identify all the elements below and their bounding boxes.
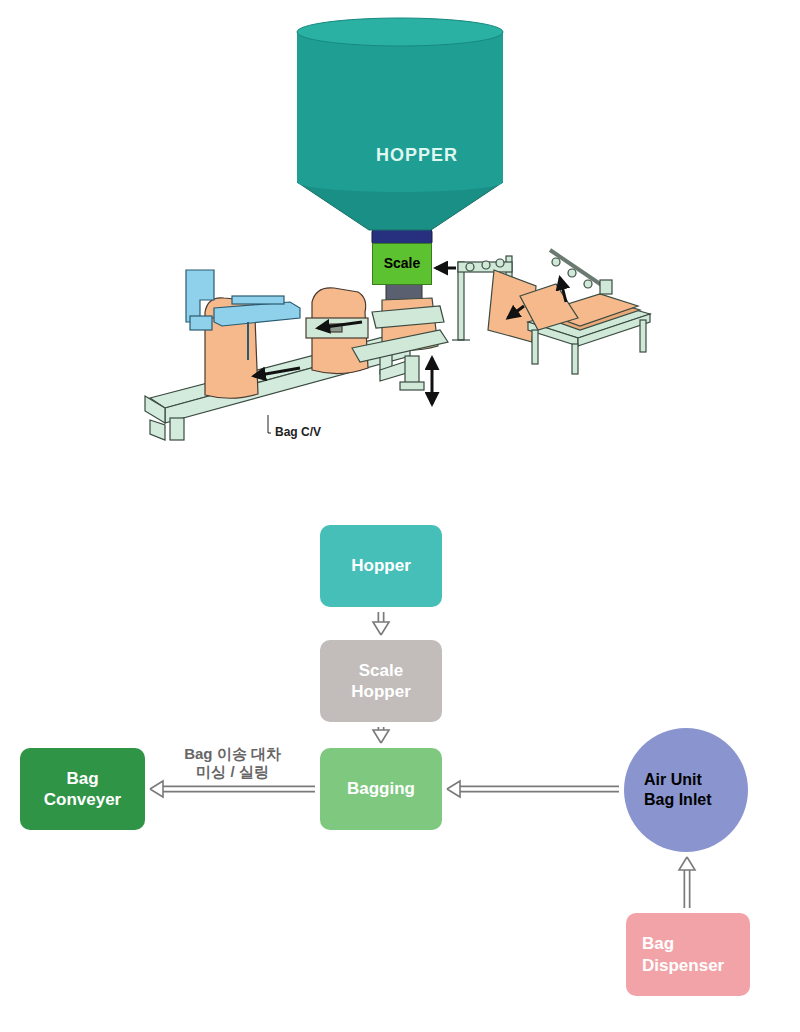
bag-conveyor: [145, 396, 165, 423]
motion-arrow: [560, 278, 566, 302]
flow-arrow: [373, 727, 389, 743]
scale-spout: [386, 284, 422, 300]
tank-label: HOPPER: [376, 144, 458, 167]
process-circle: Air Unit Bag Inlet: [624, 728, 748, 852]
sewing-machine: [190, 316, 212, 330]
bag-clamp: [352, 298, 448, 390]
lift-arrow: [431, 358, 434, 404]
arrow-shaft: [459, 786, 619, 793]
sewing-machine: [232, 296, 284, 304]
bag-dispenser: [640, 320, 646, 352]
bag-inlet-frame: [482, 261, 490, 269]
hopper-tank: HOPPER: [295, 12, 505, 237]
hopper-outline: [295, 12, 505, 237]
circle-outline: [624, 728, 748, 852]
arrow-shaft: [162, 786, 315, 793]
bag-dispenser: [520, 284, 578, 330]
leader-line: [268, 415, 271, 433]
arrow-shaft: [162, 787, 315, 791]
scale-box: Scale: [372, 243, 432, 285]
circle-outline: [624, 728, 748, 852]
node-label: Bag Dispenser: [642, 933, 734, 976]
bag-dispenser: [520, 250, 650, 374]
sewing-machine: [186, 270, 300, 360]
arrow-head: [679, 857, 695, 870]
arrow-head: [373, 622, 389, 635]
sewing-machine: [186, 270, 214, 322]
bag-conveyor: [150, 420, 165, 440]
arrow-head: [150, 781, 163, 797]
sewing-machine: [214, 302, 300, 326]
bag-dispenser: [550, 250, 606, 288]
motion-arrow: [254, 368, 300, 376]
arrow-head: [373, 730, 389, 743]
bag-clamp: [405, 356, 419, 384]
process-box: Bag Conveyer: [20, 748, 145, 830]
scale-spout: [386, 284, 422, 300]
bag-inlet-frame: [496, 259, 504, 267]
flow-arrow: [150, 781, 315, 797]
flow-arrow: [373, 612, 389, 635]
process-box: Bagging: [320, 748, 442, 830]
filled-bag: [306, 318, 368, 338]
lift-arrow: [432, 358, 433, 404]
process-box: Scale Hopper: [320, 640, 442, 722]
sewing-machine: [247, 322, 249, 360]
flow-arrow: [447, 781, 619, 797]
node-label: Air Unit Bag Inlet: [644, 770, 728, 810]
motion-arrow: [508, 278, 566, 318]
motion-arrow: [318, 322, 362, 328]
bag-dispenser: [568, 269, 576, 277]
edge-label: Bag 이송 대차 미싱 / 실링: [174, 745, 292, 781]
node-label: Bag Conveyer: [41, 768, 125, 811]
bag-conveyor: [170, 418, 184, 440]
bag-inlet-frame: [452, 339, 470, 340]
node-label: Scale Hopper: [346, 660, 416, 703]
hopper-outline: [297, 172, 503, 192]
leader-line: [268, 415, 271, 433]
node-label: Hopper: [331, 555, 431, 576]
node-label: Bagging: [331, 778, 431, 799]
process-box: Hopper: [320, 525, 442, 607]
bag-clamp: [352, 330, 448, 362]
bag-dispenser: [552, 258, 560, 266]
bag-inlet-frame: [466, 263, 474, 271]
bag-inlet-frame: [458, 262, 464, 340]
arrow-shaft: [684, 869, 691, 908]
part-label: Bag C/V: [274, 425, 322, 439]
bag-dispenser: [572, 344, 578, 374]
flow-arrow: [679, 857, 695, 908]
bag-dispenser: [600, 280, 612, 294]
node-label: Scale: [384, 255, 421, 273]
bag-clamp: [372, 306, 444, 328]
arrow-shaft: [459, 787, 619, 791]
motion-arrow: [508, 306, 524, 318]
process-box: Bag Dispenser: [626, 913, 750, 996]
hopper-outline: [297, 32, 503, 182]
bag-dispenser: [584, 280, 592, 288]
arrow-head: [447, 781, 460, 797]
hopper-outline: [297, 18, 503, 46]
arrow-shaft: [685, 869, 689, 908]
bag-dispenser: [532, 330, 538, 364]
motion-arrow: [436, 267, 456, 270]
bag-clamp: [400, 382, 424, 390]
